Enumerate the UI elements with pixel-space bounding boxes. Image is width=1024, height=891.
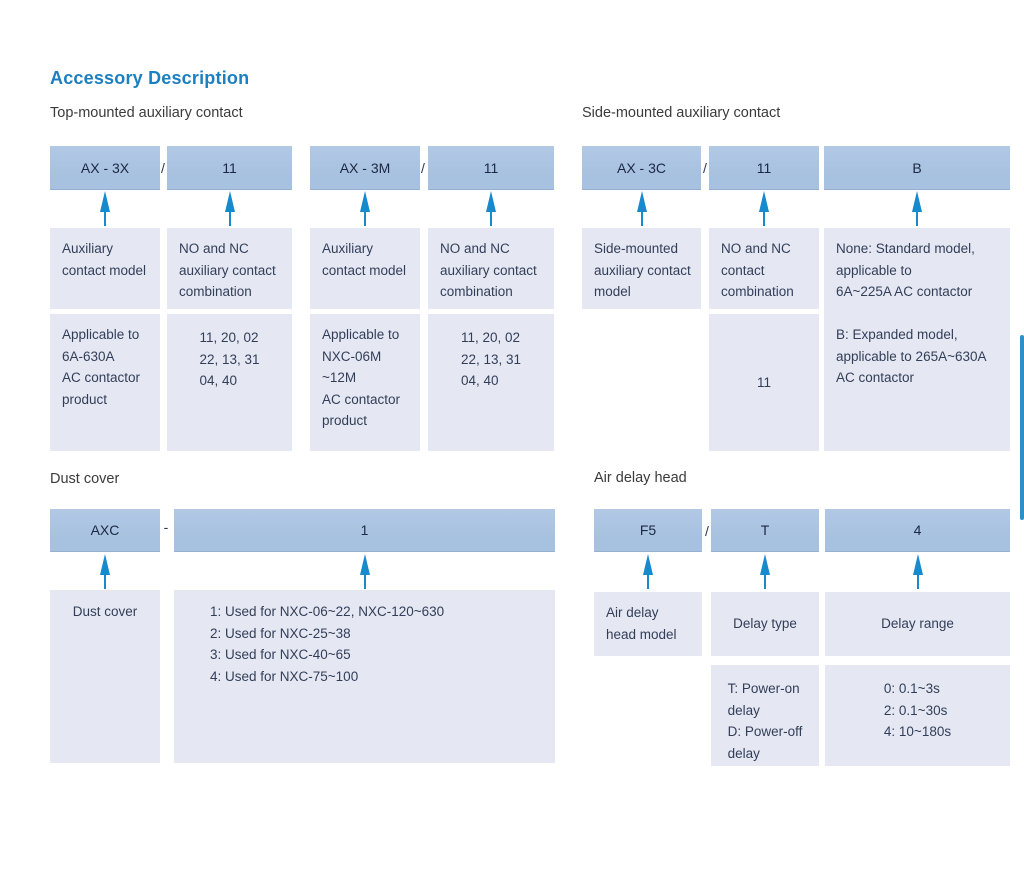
arrow-stem	[104, 575, 106, 589]
desc-box-dust-cover-sizes: 1: Used for NXC-06~22, NXC-120~630 2: Us…	[174, 590, 555, 763]
desc-text: 11, 20, 02 22, 13, 31 04, 40	[460, 330, 522, 388]
desc-text: T: Power-on delay D: Power-off delay	[727, 681, 803, 761]
arrow-stem	[364, 212, 366, 226]
code-box-ax3c: AX - 3C	[582, 146, 701, 190]
desc-box-combination-code-11: 11	[709, 314, 819, 451]
desc-box-model-notes: None: Standard model, applicable to 6A~2…	[824, 228, 1010, 451]
separator-slash: /	[705, 522, 709, 539]
code-box-ax3m: AX - 3M	[310, 146, 420, 190]
up-arrow-icon	[758, 191, 770, 226]
arrow-stem	[763, 212, 765, 226]
code-box-4: 4	[825, 509, 1010, 552]
arrow-head	[360, 554, 370, 575]
desc-box-side-mounted-model: Side-mounted auxiliary contact model	[582, 228, 701, 309]
arrow-stem	[917, 575, 919, 589]
desc-text: 11, 20, 02 22, 13, 31 04, 40	[199, 330, 260, 388]
desc-box-delay-range-codes: 0: 0.1~3s 2: 0.1~30s 4: 10~180s	[825, 665, 1010, 766]
code-box-11-c: 11	[709, 146, 819, 190]
arrow-head	[100, 191, 110, 212]
up-arrow-icon	[99, 191, 111, 226]
arrow-stem	[641, 212, 643, 226]
code-box-f5: F5	[594, 509, 702, 552]
up-arrow-icon	[642, 554, 654, 589]
arrow-head	[760, 554, 770, 575]
desc-box-auxiliary-contact-model: Auxiliary contact model	[310, 228, 420, 309]
arrow-head	[759, 191, 769, 212]
code-box-axc: AXC	[50, 509, 160, 552]
desc-box-combination-codes: 11, 20, 02 22, 13, 31 04, 40	[428, 314, 554, 451]
arrow-head	[225, 191, 235, 212]
arrow-stem	[647, 575, 649, 589]
arrow-head	[643, 554, 653, 575]
desc-box-no-nc-combination: NO and NC auxiliary contact combination	[428, 228, 554, 309]
desc-box-air-delay-model: Air delay head model	[594, 592, 702, 656]
page-title: Accessory Description	[50, 68, 250, 88]
arrow-head	[913, 554, 923, 575]
up-arrow-icon	[911, 191, 923, 226]
arrow-head	[360, 191, 370, 212]
desc-box-auxiliary-contact-model: Auxiliary contact model	[50, 228, 160, 309]
code-box-11-a: 11	[167, 146, 292, 190]
separator-dash: -	[163, 518, 169, 535]
desc-box-combination-codes: 11, 20, 02 22, 13, 31 04, 40	[167, 314, 292, 451]
section-heading-dust-cover: Dust cover	[50, 471, 120, 487]
desc-box-delay-type: Delay type	[711, 592, 819, 656]
code-box-1: 1	[174, 509, 555, 552]
arrow-stem	[104, 212, 106, 226]
desc-box-applicable-range: Applicable to NXC-06M ~12M AC contactor …	[310, 314, 420, 451]
up-arrow-icon	[636, 191, 648, 226]
code-box-b: B	[824, 146, 1010, 190]
desc-box-no-nc-combination: NO and NC auxiliary contact combination	[167, 228, 292, 309]
arrow-stem	[364, 575, 366, 589]
up-arrow-icon	[485, 191, 497, 226]
section-heading-top-mounted: Top-mounted auxiliary contact	[50, 105, 243, 121]
arrow-head	[912, 191, 922, 212]
desc-box-dust-cover: Dust cover	[50, 590, 160, 763]
arrow-stem	[916, 212, 918, 226]
desc-box-delay-range: Delay range	[825, 592, 1010, 656]
desc-text: 0: 0.1~3s 2: 0.1~30s 4: 10~180s	[883, 681, 952, 739]
up-arrow-icon	[359, 191, 371, 226]
arrow-stem	[229, 212, 231, 226]
code-box-11-b: 11	[428, 146, 554, 190]
code-box-t: T	[711, 509, 819, 552]
arrow-head	[100, 554, 110, 575]
arrow-stem	[490, 212, 492, 226]
up-arrow-icon	[912, 554, 924, 589]
separator-slash: /	[421, 160, 425, 176]
arrow-stem	[764, 575, 766, 589]
desc-box-no-nc-combination: NO and NC contact combination	[709, 228, 819, 309]
up-arrow-icon	[359, 554, 371, 589]
desc-box-applicable-range: Applicable to 6A-630A AC contactor produ…	[50, 314, 160, 451]
scrollbar-thumb[interactable]	[1020, 335, 1024, 520]
separator-slash: /	[703, 160, 707, 176]
section-heading-air-delay: Air delay head	[594, 470, 687, 486]
separator-slash: /	[161, 160, 165, 176]
arrow-head	[637, 191, 647, 212]
up-arrow-icon	[224, 191, 236, 226]
code-box-ax3x: AX - 3X	[50, 146, 160, 190]
up-arrow-icon	[99, 554, 111, 589]
up-arrow-icon	[759, 554, 771, 589]
arrow-head	[486, 191, 496, 212]
desc-box-delay-type-codes: T: Power-on delay D: Power-off delay	[711, 665, 819, 766]
section-heading-side-mounted: Side-mounted auxiliary contact	[582, 105, 781, 121]
